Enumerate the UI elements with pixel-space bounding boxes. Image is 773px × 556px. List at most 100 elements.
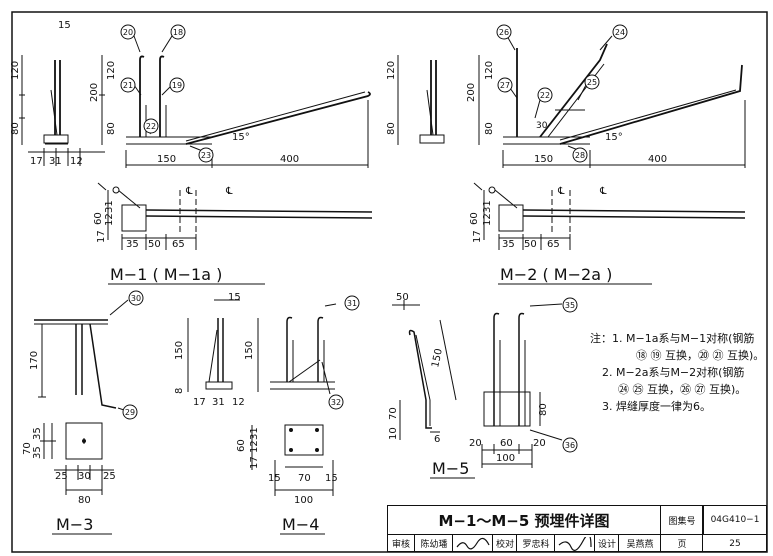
m5-drawing (392, 300, 563, 468)
m3-dim-35a: 35 (32, 427, 43, 440)
note-line-1: 注：1. M−1a系与M−1对称(钢筋 (590, 332, 755, 345)
m2-dim-80a: 80 (386, 122, 397, 135)
design-label: 设计 (594, 535, 619, 552)
m2-dim-30: 30 (536, 121, 548, 131)
m5-dim-50: 50 (396, 292, 409, 303)
m1-dim-400: 400 (280, 154, 299, 165)
m4-callouts (328, 295, 360, 410)
m2-callout-labels: 26 24 27 22 25 28 (499, 28, 625, 160)
reviewer-name: 陈幼璠 (414, 535, 453, 552)
m2-circle-22: 22 (540, 91, 550, 100)
m2-dim-80b: 80 (484, 122, 495, 135)
m5-dim-6: 6 (434, 434, 440, 445)
reviewer-signature-icon (456, 537, 490, 549)
m4-dims: 15 150 150 8 17 31 12 60 31 12 17 15 70 … (174, 292, 338, 506)
m3-drawing (34, 299, 129, 495)
title-block: M−1～M−5 预埋件详图 图集号 04G410−1 审核 陈幼璠 校对 罗忠科… (387, 505, 767, 552)
m1-plan-dim-17: 17 (96, 230, 107, 243)
m4-dim-15c: 15 (325, 473, 338, 484)
m3-dim-35b: 35 (32, 446, 43, 459)
m3-dim-170: 170 (29, 351, 40, 370)
m2-angle: 15° (605, 132, 623, 143)
m4-dim-70: 70 (298, 473, 311, 484)
m2-dim-400: 400 (648, 154, 667, 165)
m1-plan-dim-50: 50 (148, 239, 161, 250)
m1-plan-dim-60: 60 (93, 212, 104, 225)
m2-plan-weld-marker (488, 186, 496, 194)
m5-circle-36: 36 (565, 441, 575, 450)
m4-dim-12: 12 (232, 397, 245, 408)
designer-name: 吴燕燕 (618, 535, 661, 552)
review-label: 审核 (391, 540, 410, 550)
m1-circle-20: 20 (123, 28, 133, 37)
m1-angle: 15° (232, 132, 250, 143)
m2-circle-25: 25 (587, 78, 597, 87)
m5-dim-70: 70 (388, 407, 399, 420)
m3-callout-labels: 30 29 (125, 294, 141, 417)
m1-elevation (19, 35, 371, 168)
m5-callout-labels: 35 36 (565, 301, 575, 450)
m2-plan-dim-65: 65 (547, 239, 560, 250)
m1-circle-21: 21 (123, 81, 133, 90)
m4-dim-31: 31 (212, 397, 225, 408)
m2-dim-120a: 120 (386, 61, 397, 80)
m1-callouts (120, 24, 214, 163)
m2-circle-26: 26 (499, 28, 509, 37)
atlas-no: 04G410−1 (702, 506, 767, 535)
checker-name: 罗忠科 (516, 535, 555, 552)
m4-dim-15: 15 (228, 292, 241, 303)
m1-axis-mark-1: ℄ (185, 186, 193, 197)
m2-plan-dim-17: 17 (472, 230, 483, 243)
m2-dim-200: 200 (466, 83, 477, 102)
m2-dim-120b: 120 (484, 61, 495, 80)
m1-plan (97, 182, 373, 250)
note-line-2: ⑱ ⑲ 互换，⑳ ㉑ 互换)。 (636, 349, 765, 362)
m2-callouts (496, 24, 628, 163)
m1-plan-dims: 60 31 12 17 35 50 65 ℄ ℄ (93, 186, 233, 250)
m2-plan-dim-12: 12 (482, 213, 493, 226)
m5-dim-80: 80 (538, 403, 549, 416)
m2-axis-mark-1: ℄ (557, 186, 565, 197)
m1-plan-dim-35: 35 (126, 239, 139, 250)
m1-dim-120b: 120 (106, 61, 117, 80)
m1-dim-80b: 80 (106, 122, 117, 135)
drawing-border (11, 11, 768, 553)
m1-plan-dim-31: 31 (104, 200, 115, 213)
m1-dim-80a: 80 (10, 122, 21, 135)
m4-callout-labels: 31 32 (331, 299, 357, 407)
page-no: 25 (702, 535, 767, 552)
m4-drawing (187, 299, 337, 496)
m5-dim-150: 150 (430, 348, 445, 369)
m4-dim-12b: 12 (249, 440, 260, 453)
m1-circle-18: 18 (173, 28, 183, 37)
checker-signature-icon (558, 536, 592, 551)
m2-circle-24: 24 (615, 28, 625, 37)
m3-dim-70: 70 (22, 442, 33, 455)
m1-dim-17: 17 (30, 156, 43, 167)
m1-callout-labels: 20 18 21 19 22 23 (123, 28, 211, 160)
m2-plan-dim-35: 35 (502, 239, 515, 250)
check-label: 校对 (492, 535, 517, 552)
m2-plan-dim-50: 50 (524, 239, 537, 250)
m4-dim-17b: 17 (249, 456, 260, 469)
note-line-5: 3. 焊缝厚度一律为6。 (602, 400, 711, 413)
checker-signature (554, 535, 595, 552)
m1-circle-23: 23 (201, 151, 211, 160)
m1-axis-mark-2: ℄ (225, 186, 233, 197)
m2-plan-dim-60: 60 (469, 212, 480, 225)
m1-dim-31: 31 (49, 156, 62, 167)
m2-plan-dims: 60 31 12 17 35 50 65 ℄ ℄ (469, 186, 607, 250)
m1-plan-dim-65: 65 (172, 239, 185, 250)
m5-dim-20b: 20 (533, 438, 546, 449)
m5-dims: 50 150 70 10 6 80 20 60 20 100 (388, 292, 549, 464)
m1-plan-weld-marker (112, 186, 120, 194)
m5-dim-10: 10 (388, 427, 399, 440)
m3-circle-30: 30 (131, 294, 141, 303)
m2-plan (473, 182, 746, 250)
m4-title: M−4 (282, 515, 319, 534)
m4-dim-17: 17 (193, 397, 206, 408)
m1-plan-dim-12: 12 (104, 213, 115, 226)
m3-dim-25b: 25 (103, 471, 116, 482)
m3-dim-25a: 25 (55, 471, 68, 482)
